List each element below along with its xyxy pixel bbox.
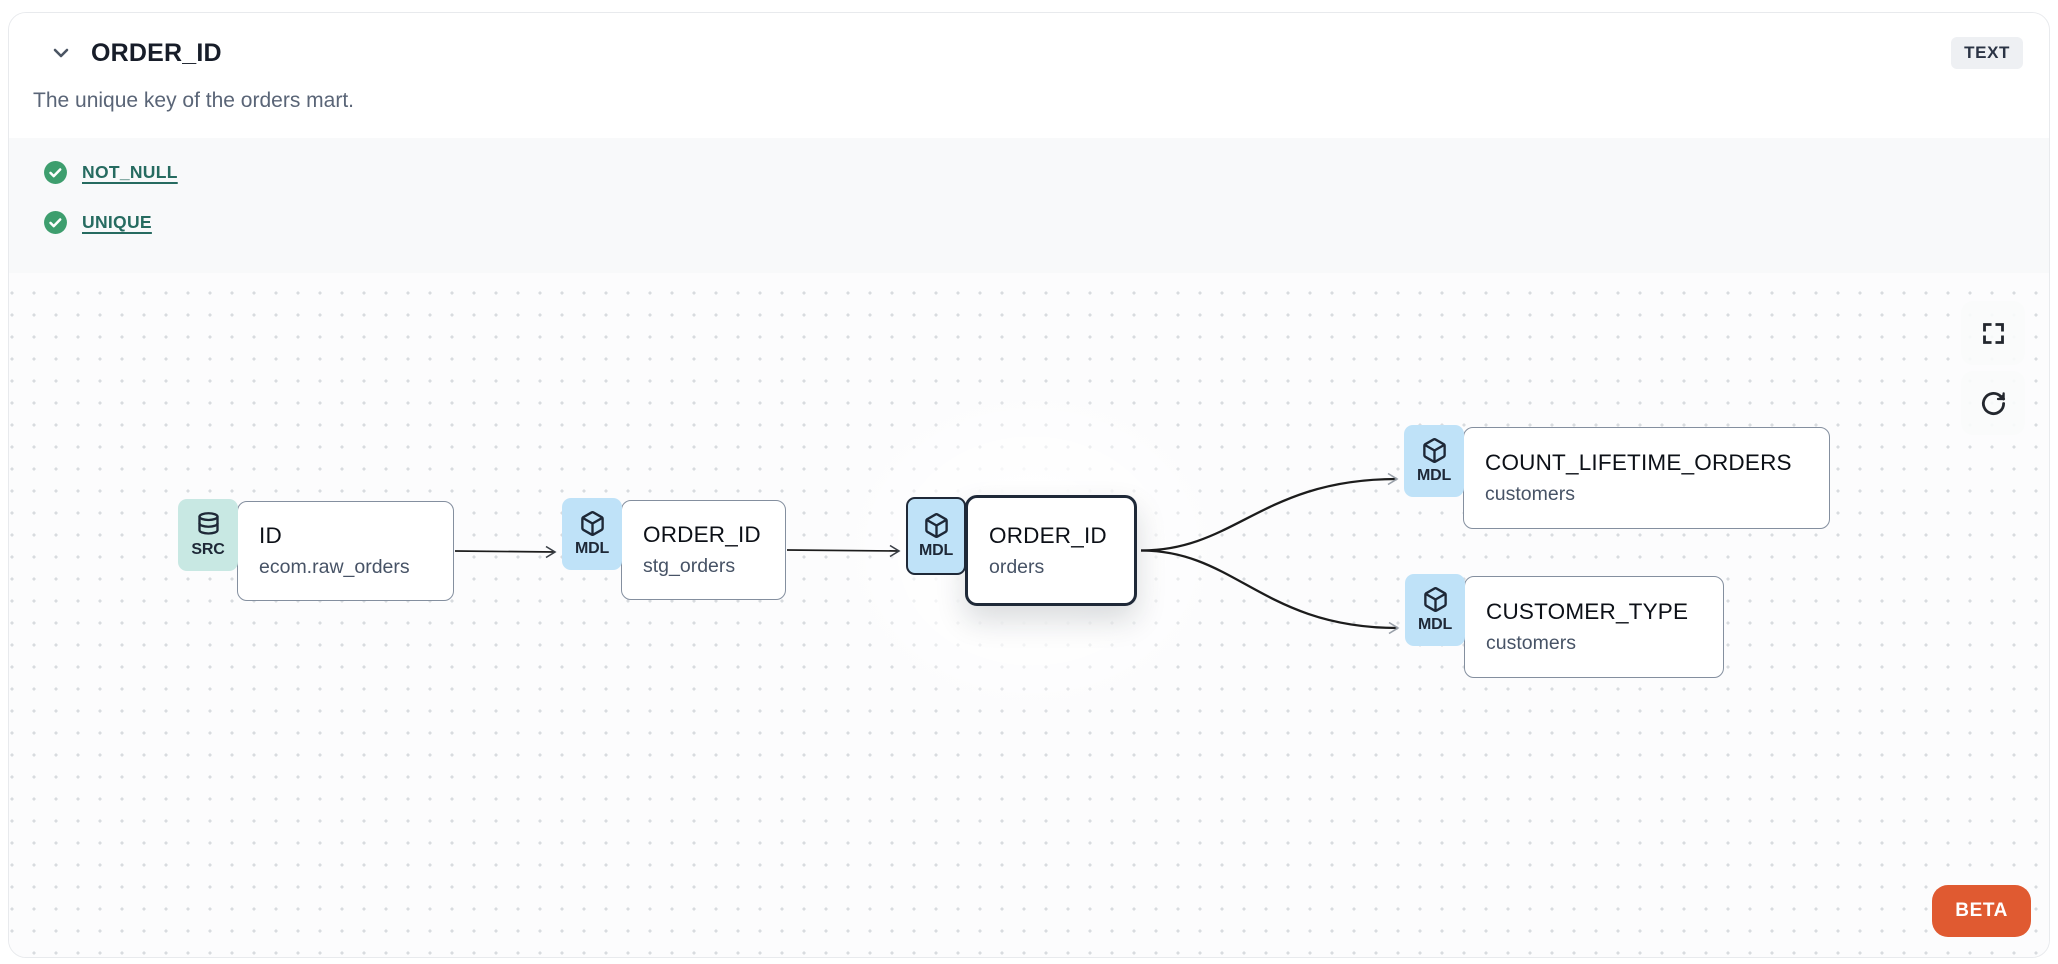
node-type-label: MDL: [918, 542, 954, 559]
box-icon: [1422, 438, 1446, 463]
edge-arrowhead-icon: [1387, 472, 1399, 486]
node-card: COUNT_LIFETIME_ORDERS customers: [1463, 427, 1830, 529]
node-type-badge: MDL: [562, 498, 622, 570]
lineage-edge: [1140, 549, 1399, 630]
node-title: ORDER_ID: [643, 522, 761, 547]
column-type-badge: TEXT: [1951, 37, 2023, 69]
test-row: NOT_NULL: [43, 158, 2049, 186]
collapse-toggle[interactable]: [47, 39, 75, 67]
column-title: ORDER_ID: [91, 38, 222, 67]
test-row: UNIQUE: [43, 208, 2049, 236]
box-icon: [1423, 587, 1447, 612]
tests-section: NOT_NULL UNIQUE: [9, 138, 2049, 273]
refresh-button[interactable]: [1961, 371, 2025, 435]
edge-arrowhead-icon: [1388, 621, 1400, 635]
beta-badge[interactable]: BETA: [1932, 885, 2031, 937]
check-circle-icon: [44, 160, 67, 184]
node-card: CUSTOMER_TYPE customers: [1464, 576, 1724, 678]
box-icon: [924, 513, 948, 538]
node-type-badge: SRC: [178, 499, 238, 571]
node-type-label: SRC: [191, 541, 225, 558]
lineage-edge: [1140, 477, 1398, 552]
node-title: ID: [259, 523, 282, 548]
node-title: COUNT_LIFETIME_ORDERS: [1485, 450, 1792, 475]
node-type-label: MDL: [1417, 616, 1453, 633]
lineage-node-customer-type[interactable]: MDL CUSTOMER_TYPE customers: [1405, 574, 1724, 678]
fullscreen-button[interactable]: [1961, 301, 2025, 365]
lineage-node-stg-order-id[interactable]: MDL ORDER_ID stg_orders: [562, 498, 786, 600]
node-type-badge: MDL: [1404, 425, 1464, 497]
node-type-badge: MDL: [1405, 574, 1465, 646]
edge-arrowhead-icon: [545, 545, 557, 559]
node-subtitle: customers: [1486, 632, 1576, 654]
column-header: ORDER_ID TEXT The unique key of the orde…: [9, 13, 2049, 138]
node-title: CUSTOMER_TYPE: [1486, 599, 1689, 624]
test-link-unique[interactable]: UNIQUE: [82, 211, 152, 232]
edge-layer: [454, 472, 1400, 635]
chevron-down-icon: [53, 48, 69, 58]
node-card: ID ecom.raw_orders: [237, 501, 454, 601]
node-type-label: MDL: [1416, 467, 1452, 484]
node-subtitle: customers: [1485, 483, 1575, 505]
canvas-controls: [1961, 301, 2025, 435]
node-title: ORDER_ID: [989, 522, 1107, 548]
node-subtitle: stg_orders: [643, 555, 736, 577]
refresh-icon: [1981, 391, 2005, 415]
check-circle-icon: [44, 210, 67, 234]
column-details-card: ORDER_ID TEXT The unique key of the orde…: [8, 12, 2050, 958]
lineage-node-count-lifetime-orders[interactable]: MDL COUNT_LIFETIME_ORDERS customers: [1404, 425, 1830, 529]
maximize-icon: [1982, 322, 2004, 344]
node-card: ORDER_ID stg_orders: [621, 500, 786, 600]
database-icon: [197, 512, 219, 535]
node-type-label: MDL: [574, 540, 610, 557]
node-subtitle: orders: [989, 555, 1045, 578]
column-description: The unique key of the orders mart.: [33, 89, 354, 112]
edge-arrowhead-icon: [889, 544, 901, 558]
box-icon: [580, 511, 604, 536]
node-subtitle: ecom.raw_orders: [259, 556, 410, 578]
lineage-edge: [454, 550, 556, 553]
node-type-badge: MDL: [906, 497, 966, 575]
lineage-edge: [786, 549, 900, 552]
test-link-not-null[interactable]: NOT_NULL: [82, 161, 178, 182]
lineage-node-src-id[interactable]: SRC ID ecom.raw_orders: [178, 499, 454, 601]
